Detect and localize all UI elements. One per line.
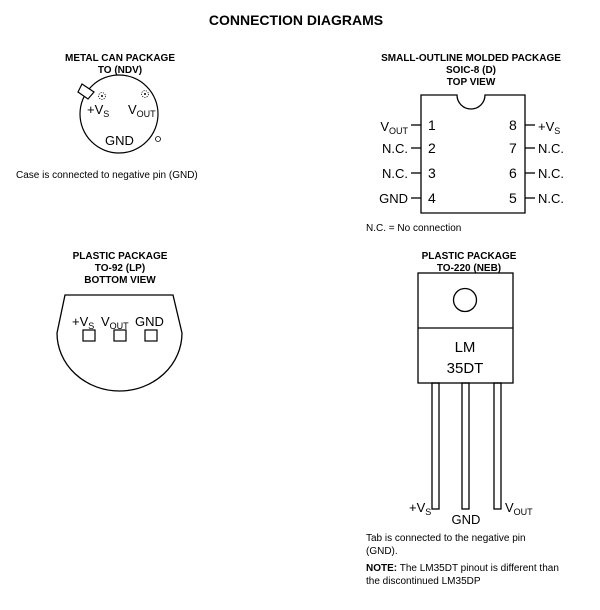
metal-can-pin-gnd-label: GND [105,133,134,148]
to220-part-label-line1: LM [455,339,476,356]
to220-header: PLASTIC PACKAGE [422,251,517,262]
metal-can-subheader: TO (NDV) [98,65,142,76]
to92-pin-vs-label: +VS [72,314,94,331]
to92-subheader: TO-92 (LP) [95,263,145,274]
soic-subheader: SOIC-8 (D) [446,65,496,76]
soic-pin8-number: 8 [509,117,517,133]
soic-pin1-label: VOUT [380,119,408,136]
soic-pin6-label: N.C. [538,166,564,181]
to92-pin-vs-pad [82,329,96,342]
soic-pin1-number: 1 [428,117,436,133]
soic-left-leads [411,124,421,199]
metal-can-pin-vout-dot [141,90,149,98]
to220-subheader: TO-220 (NEB) [437,263,501,274]
to220-part-label-line2: 35DT [447,360,484,377]
soic-pin7-label: N.C. [538,141,564,156]
metal-can-pin-vs-label: +VS [87,102,109,119]
soic-right-leads [525,124,535,199]
metal-can-header: METAL CAN PACKAGE [65,53,175,64]
to220-pin-vs-label: +VS [409,500,431,517]
to92-pin-gnd-label: GND [135,314,164,329]
soic-note: N.C. = No connection [366,223,461,234]
soic-view: TOP VIEW [447,77,496,88]
to92-pin-gnd-pad [144,329,158,342]
to92-round-body [56,332,183,392]
soic-body [420,94,526,214]
page-title: CONNECTION DIAGRAMS [209,12,383,28]
to92-view: BOTTOM VIEW [84,275,156,286]
to220-note-line1: Tab is connected to the negative pin [366,533,526,544]
soic-pin4-number: 4 [428,190,436,206]
soic-pin8-label: +VS [538,119,560,136]
soic-pin4-label: GND [379,191,408,206]
metal-can-package: METAL CAN PACKAGE TO (NDV) +VS VOUT GND … [16,53,198,181]
metal-can-pin-gnd-dot [155,136,161,142]
metal-can-note: Case is connected to negative pin (GND) [16,170,198,181]
to220-note-line3: NOTE: The LM35DT pinout is different tha… [366,563,559,574]
to92-flat-top [56,294,183,334]
soic-pin2-number: 2 [428,140,436,156]
to220-lead-vout [493,382,502,510]
to220-note-line2: (GND). [366,546,398,557]
to220-lead-vs [431,382,440,510]
soic-pin6-number: 6 [509,165,517,181]
to92-header: PLASTIC PACKAGE [73,251,168,262]
soic-pin2-label: N.C. [382,141,408,156]
to220-lead-gnd [461,382,470,510]
soic-header: SMALL-OUTLINE MOLDED PACKAGE [381,53,561,64]
metal-can-pin-vs-dot [98,92,106,100]
soic-pin5-label: N.C. [538,191,564,206]
to92-package: PLASTIC PACKAGE TO-92 (LP) BOTTOM VIEW +… [56,251,183,392]
to92-pin-vout-pad [113,329,127,342]
to220-note-line4: the discontinued LM35DP [366,576,481,587]
to92-pin-vout-label: VOUT [101,314,129,331]
soic-pin3-number: 3 [428,165,436,181]
soic-pin5-number: 5 [509,190,517,206]
metal-can-pin-vout-label: VOUT [128,102,156,119]
metal-can-outline [77,74,159,154]
to220-mounting-hole [452,287,478,313]
soic-pin7-number: 7 [509,140,517,156]
soic-pin3-label: N.C. [382,166,408,181]
soic8-package: SMALL-OUTLINE MOLDED PACKAGE SOIC-8 (D) … [366,53,564,234]
to220-pin-vout-label: VOUT [505,500,533,517]
to220-package: PLASTIC PACKAGE TO-220 (NEB) LM 35DT +VS… [366,251,559,587]
to220-pin-gnd-label: GND [452,512,481,527]
